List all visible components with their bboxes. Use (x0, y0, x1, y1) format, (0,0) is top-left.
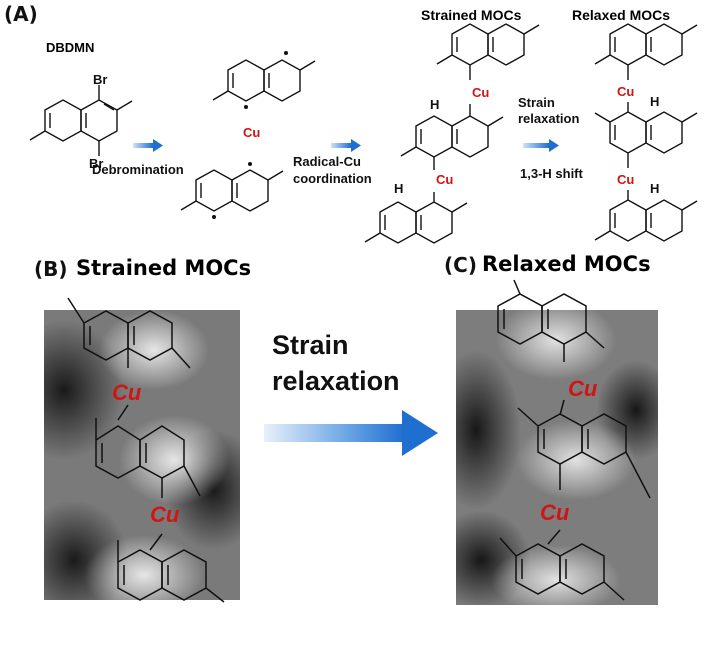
panel-b-title: Strained MOCs (76, 256, 252, 280)
step-coordination-line1: Radical-Cu (293, 154, 361, 169)
middle-strain-line2: relaxation (272, 366, 400, 396)
panel-c-cu-1: Cu (568, 376, 598, 401)
panel-c-label: (C) (444, 253, 477, 277)
step-coordination-line2: coordination (293, 171, 372, 186)
radical-bottom (180, 169, 284, 212)
middle-strain-line1: Strain (272, 330, 349, 360)
relaxed-h-2: H (650, 181, 660, 196)
arrow-relaxation (523, 139, 559, 152)
panel-c-title: Relaxed MOCs (482, 252, 651, 276)
relaxed-title: Relaxed MOCs (572, 7, 671, 23)
radical-top (212, 59, 316, 102)
strained-chain (364, 23, 540, 244)
relaxed-cu-1: Cu (617, 84, 635, 99)
arrow-debromination (133, 139, 163, 152)
relaxed-h-1: H (650, 94, 660, 109)
relaxed-cu-2: Cu (617, 172, 635, 187)
step-strain-line1: Strain (518, 95, 555, 110)
dbdmn-structure (29, 85, 133, 156)
panel-c-cu-2: Cu (540, 500, 570, 525)
overlay-structures (67, 279, 651, 603)
panel-b-cu-2: Cu (150, 502, 180, 527)
step-strain-line2: relaxation (518, 111, 580, 126)
step-h-shift: 1,3-H shift (520, 166, 583, 181)
br-top-label: Br (93, 72, 108, 87)
panel-b-label: (B) (34, 257, 68, 281)
strained-h-2: H (394, 181, 404, 196)
cu-atom-label: Cu (243, 125, 261, 140)
big-relaxation-arrow (264, 410, 438, 456)
panel-b-cu-1: Cu (112, 380, 142, 405)
strained-title: Strained MOCs (421, 7, 522, 23)
reaction-scheme (29, 23, 698, 244)
arrow-coordination (331, 139, 361, 152)
br-bottom-label: Br (89, 156, 104, 171)
step-debromination: Debromination (92, 162, 184, 177)
strained-h-1: H (430, 97, 440, 112)
panel-a-label: (A) (4, 2, 38, 26)
stm-image-relaxed (456, 310, 658, 605)
molecule-name: DBDMN (46, 40, 95, 55)
relaxed-chain (594, 23, 698, 242)
strained-cu-1: Cu (472, 85, 490, 100)
strained-cu-2: Cu (436, 172, 454, 187)
